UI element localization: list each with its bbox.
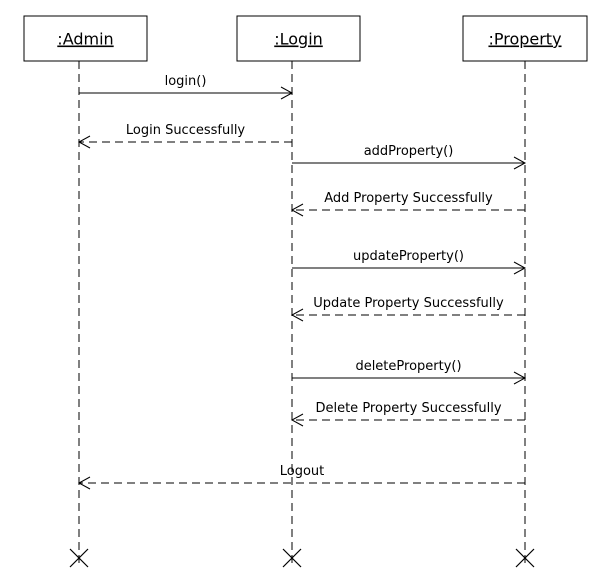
message-call-0: login(): [79, 74, 294, 100]
object-label-property: :Property: [488, 30, 561, 49]
message-call-6: deleteProperty(): [292, 359, 527, 385]
object-box-property: [462, 15, 588, 62]
arrowhead-icon: [77, 135, 91, 149]
arrowhead-icon: [290, 308, 304, 322]
object-box-admin: [23, 15, 148, 62]
arrowhead-icon: [513, 156, 527, 170]
arrowhead-icon: [290, 413, 304, 427]
message-label-2: addProperty(): [364, 144, 454, 159]
object-label-login: :Login: [274, 30, 323, 49]
message-return-7: Delete Property Successfully: [290, 401, 525, 427]
lifeline-end-x-admin: [69, 548, 89, 568]
arrowhead-icon: [513, 261, 527, 275]
message-label-8: Logout: [280, 464, 325, 479]
message-label-6: deleteProperty(): [355, 359, 461, 374]
message-label-0: login(): [165, 74, 207, 89]
message-return-8: Logout: [77, 464, 525, 490]
message-label-1: Login Successfully: [126, 123, 246, 138]
message-label-7: Delete Property Successfully: [315, 401, 501, 416]
lifeline-end-x-property: [515, 548, 535, 568]
message-label-5: Update Property Successfully: [313, 296, 504, 311]
message-call-4: updateProperty(): [292, 249, 527, 275]
message-call-2: addProperty(): [292, 144, 527, 170]
lifeline-end-x-login: [282, 548, 302, 568]
message-return-3: Add Property Successfully: [290, 191, 525, 217]
object-label-admin: :Admin: [57, 30, 113, 49]
message-return-5: Update Property Successfully: [290, 296, 525, 322]
arrowhead-icon: [513, 371, 527, 385]
object-box-login: [236, 15, 361, 62]
arrowhead-icon: [280, 86, 294, 100]
arrowhead-icon: [77, 476, 91, 490]
message-label-3: Add Property Successfully: [324, 191, 493, 206]
arrowhead-icon: [290, 203, 304, 217]
message-label-4: updateProperty(): [353, 249, 464, 264]
message-return-1: Login Successfully: [77, 123, 292, 149]
